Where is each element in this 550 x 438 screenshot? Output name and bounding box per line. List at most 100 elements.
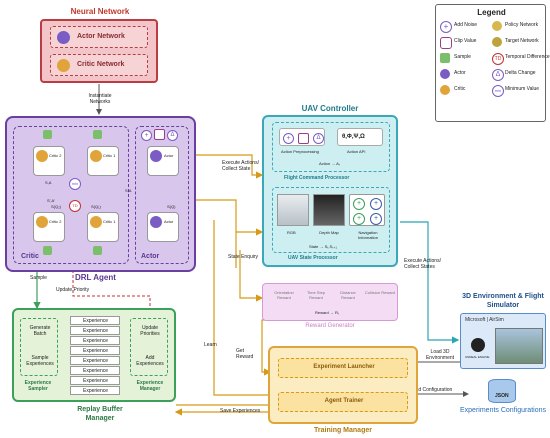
- reward-generator-panel: Orientation Reward Time Step Reward Dist…: [262, 283, 398, 321]
- actor-area-label: Actor: [141, 253, 160, 260]
- uav-state-processor-label: UAV State Processor: [288, 255, 338, 261]
- update-priorities-label: Update Priorities: [140, 325, 160, 337]
- reward-formula: Reward → Rₜ: [315, 310, 340, 315]
- environment-panel: Microsoft | AirSim UNREAL ENGINE: [460, 313, 546, 369]
- temporal-difference-icon: TD: [492, 53, 504, 65]
- actor-icon: [150, 150, 162, 162]
- reward-items: Orientation Reward Time Step Reward Dist…: [267, 288, 395, 306]
- state-formula: State → Sₜ,Sₜ₊₁: [309, 244, 337, 249]
- add-noise-icon: +: [353, 213, 365, 225]
- json-label: JSON: [495, 393, 509, 399]
- sample-icon: [93, 130, 102, 139]
- airsim-label: Microsoft | AirSim: [465, 317, 504, 323]
- action-preprocessing-card: + Δ: [279, 128, 325, 146]
- actor-top-card: Actor: [147, 146, 179, 176]
- rgb-label: RGB: [287, 230, 296, 235]
- experience-sampler-label: Experience Sampler: [24, 380, 52, 392]
- experience-slot: Experience: [70, 376, 120, 385]
- target-network-icon: [492, 37, 502, 47]
- actor-network-label: Actor Network: [77, 33, 125, 40]
- json-config-icon: JSON: [488, 379, 516, 403]
- experience-manager: Update Priorities Add Experiences: [130, 318, 168, 376]
- navigation-information-label: Navigation Information: [357, 230, 378, 240]
- experience-slot: Experience: [70, 386, 120, 395]
- execute-actions-collect-states-label: Execute Actions/ Collect States: [404, 258, 441, 270]
- actor-icon: [440, 69, 450, 79]
- critic2-bottom-card: Critic 2: [33, 212, 65, 242]
- experiments-configurations-title: Experiments Configurations: [460, 407, 546, 414]
- critic-area-label: Critic: [21, 253, 39, 260]
- uav-state-processor: + + + + RGB Depth Map Navigation Informa…: [272, 187, 390, 253]
- load-configuration-label: Load Configuration: [410, 387, 453, 393]
- actor-icon: [57, 31, 70, 44]
- neural-network-title: Neural Network: [70, 7, 130, 16]
- add-noise-icon: +: [440, 21, 452, 33]
- legend-panel: Legend + Add Noise Policy Network Clip V…: [435, 4, 550, 122]
- flight-command-processor: + Δ θ,Φ,Ψ,Ω Action Preprocessing Action …: [272, 122, 390, 172]
- simulator-screenshot: [495, 328, 543, 364]
- experience-manager-label: Experience Manager: [136, 380, 164, 392]
- experience-slot: Experience: [70, 356, 120, 365]
- add-noise-icon: +: [141, 130, 152, 141]
- depth-map-label: Depth Map: [319, 230, 339, 235]
- experience-slot: Experience: [70, 366, 120, 375]
- uav-controller-panel: + Δ θ,Φ,Ψ,Ω Action Preprocessing Action …: [262, 115, 398, 267]
- reward-item: Collision Reward: [365, 290, 396, 295]
- clip-value-icon: [440, 37, 452, 49]
- neural-network-panel: Actor Network Critic Network: [40, 19, 158, 83]
- experiment-launcher-box: Experiment Launcher: [278, 358, 408, 378]
- s-a-label: S,A: [45, 180, 52, 185]
- actor-network-box: Actor Network: [50, 26, 148, 48]
- actor-bottom-card: Actor: [147, 212, 179, 242]
- navigation-information-card: + + + +: [349, 194, 385, 226]
- critic1-bottom-card: Critic 1: [87, 212, 119, 242]
- add-noise-icon: +: [353, 198, 365, 210]
- minimum-value-icon: min: [492, 85, 504, 97]
- sample-icon: [43, 246, 52, 255]
- reward-item: Orientation Reward: [274, 290, 294, 300]
- replay-buffer-title: Replay Buffer Manager: [77, 406, 123, 422]
- sq-label: S(Q): [167, 204, 176, 209]
- clip-value-icon: [298, 133, 309, 144]
- replay-buffer-panel: Generate Batch Sample Experiences Experi…: [12, 308, 176, 402]
- rgb-image: [277, 194, 309, 226]
- critic-network-label: Critic Network: [77, 61, 125, 68]
- critic-icon: [57, 59, 70, 72]
- sq-right-label: S(Q₁): [91, 204, 101, 209]
- actor-area: [135, 126, 189, 264]
- experience-slot: Experience: [70, 346, 120, 355]
- training-manager-panel: Experiment Launcher Agent Trainer: [268, 346, 418, 424]
- reward-generator-title: Reward Generator: [305, 323, 355, 329]
- instantiate-networks-label: Instantiate Networks: [88, 93, 112, 105]
- critic1-top-card: Critic 1: [87, 146, 119, 176]
- training-manager-title: Training Manager: [314, 427, 372, 434]
- clip-value-icon: [154, 129, 165, 140]
- unreal-engine-label: UNREAL ENGINE: [465, 355, 490, 359]
- critic-network-box: Critic Network: [50, 54, 148, 76]
- unreal-engine-icon: [471, 338, 485, 352]
- critic-icon: [36, 150, 48, 162]
- actor-icon: [150, 216, 162, 228]
- get-reward-label: Get Reward: [236, 348, 254, 360]
- s-a-right-label: S,A: [125, 188, 132, 193]
- critic-icon: [90, 216, 102, 228]
- sprime-aprime-label: S',A': [47, 198, 55, 203]
- generate-batch-label: Generate Batch: [29, 325, 51, 337]
- experience-slot: Experience: [70, 316, 120, 325]
- flight-command-processor-label: Flight Command Processor: [284, 175, 350, 181]
- add-noise-icon: +: [370, 213, 382, 225]
- experience-slot: Experience: [70, 336, 120, 345]
- uav-controller-title: UAV Controller: [301, 104, 359, 113]
- reward-item: Distance Reward: [340, 290, 356, 300]
- sample-flow-label: Sample: [30, 275, 47, 281]
- sample-experiences-label: Sample Experiences: [26, 355, 54, 367]
- reward-item: Time Step Reward: [306, 290, 326, 300]
- load-3d-environment-label: Load 3D Environment: [425, 349, 455, 361]
- agent-trainer-box: Agent Trainer: [278, 392, 408, 412]
- sample-icon: [93, 246, 102, 255]
- add-experiences-label: Add Experiences: [136, 355, 164, 367]
- action-api-label: Action API: [347, 149, 366, 154]
- add-noise-icon: +: [370, 198, 382, 210]
- experience-stack: Experience Experience Experience Experie…: [70, 316, 120, 398]
- drl-agent-panel: Critic 2 Critic 1 Critic 2 Critic 1 Acto…: [5, 116, 196, 272]
